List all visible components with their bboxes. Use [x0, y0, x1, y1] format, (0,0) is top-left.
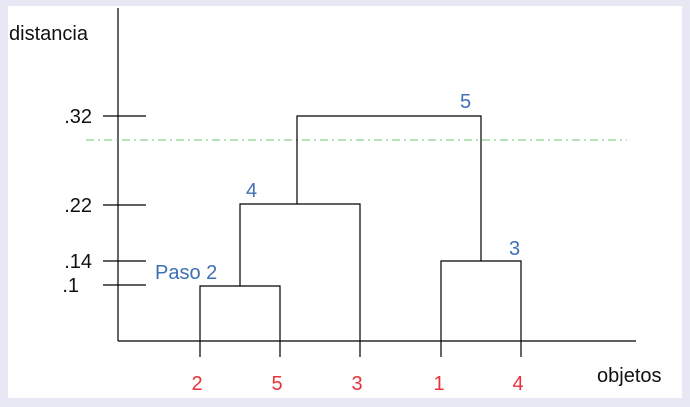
leaf-label: 1	[433, 373, 444, 395]
merge-label-5: 5	[460, 91, 471, 113]
x-axis-label: objetos	[597, 365, 662, 387]
merge-label-4: 4	[246, 180, 257, 202]
diagram-frame	[8, 6, 682, 398]
y-axis-label: distancia	[9, 23, 89, 45]
leaf-label: 4	[512, 373, 523, 395]
leaf-label: 2	[191, 373, 202, 395]
y-tick-label: .32	[64, 106, 92, 128]
y-tick-label: .22	[64, 195, 92, 217]
y-tick-label: .1	[62, 275, 79, 297]
merge-label-paso2: Paso 2	[155, 262, 217, 284]
merge-label-3: 3	[509, 238, 520, 260]
merge-1-4	[440, 260, 522, 357]
leaf-label: 5	[271, 373, 282, 395]
merge-final	[296, 115, 482, 261]
merge-2-5	[199, 285, 281, 357]
leaf-label: 3	[351, 373, 362, 395]
y-tick-label: .14	[64, 251, 92, 273]
merge-25-3	[239, 203, 361, 357]
